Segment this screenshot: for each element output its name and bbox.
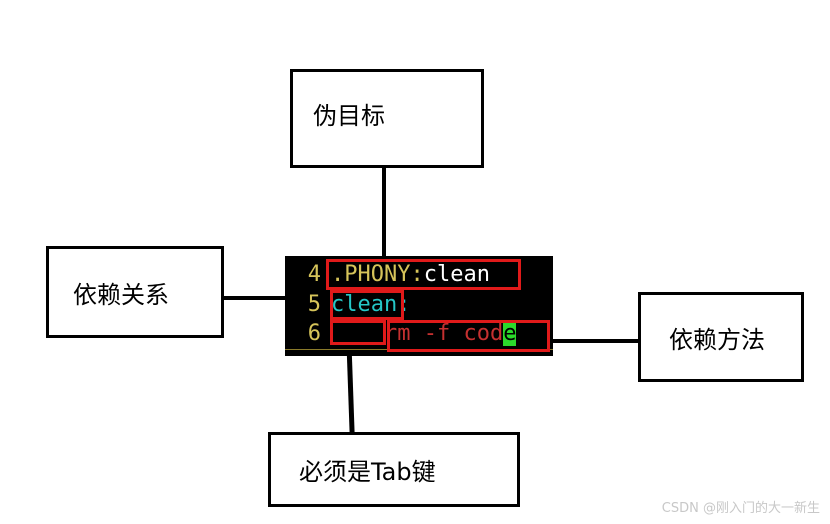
dependency-method-label: 依赖方法: [669, 325, 765, 354]
clean-target: clean: [331, 292, 398, 317]
line-4-code: .PHONY:clean: [331, 262, 490, 287]
connector-relation-line: [222, 296, 326, 300]
line-5-code: clean:: [331, 292, 410, 317]
line-6-code: rm -f code: [331, 321, 517, 346]
clean-highlight-box: [330, 290, 404, 320]
command-highlight-box: [387, 320, 550, 352]
phony-target-label-box: 伪目标: [290, 69, 484, 168]
dependency-relation-label-box: 依赖关系: [46, 246, 224, 338]
phony-keyword: .PHONY:: [331, 262, 424, 287]
must-be-tab-label-box: 必须是Tab键: [268, 432, 520, 507]
phony-target-name: clean: [423, 262, 490, 287]
text-cursor: e: [503, 321, 517, 346]
makefile-terminal: 4 .PHONY:clean 5 clean: 6 rm -f code: [285, 256, 553, 356]
dependency-relation-label: 依赖关系: [73, 280, 169, 309]
phony-highlight-box: [326, 259, 521, 290]
connector-method-line: [550, 339, 642, 343]
phony-target-label: 伪目标: [313, 102, 385, 130]
line-number-4: 4: [307, 262, 321, 287]
connector-phony-line: [382, 166, 386, 262]
line-number-5: 5: [307, 292, 321, 317]
must-be-tab-label: 必须是Tab键: [299, 458, 436, 486]
dependency-method-label-box: 依赖方法: [638, 292, 804, 382]
line-number-6: 6: [307, 321, 321, 346]
tab-highlight-box: [330, 320, 386, 345]
csdn-watermark: CSDN @刚入门的大一新生: [661, 501, 820, 516]
rm-command: rm -f cod: [383, 321, 504, 346]
